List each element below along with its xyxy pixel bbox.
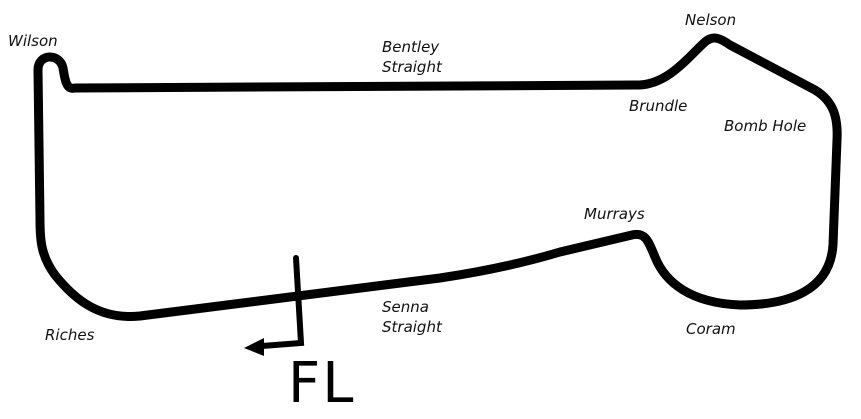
label-nelson: Nelson <box>685 11 737 29</box>
label-bomb-hole: Bomb Hole <box>724 117 807 135</box>
label-bentley-straight: Straight <box>382 58 442 76</box>
finish-line-marker <box>244 255 305 356</box>
label-coram: Coram <box>686 320 736 338</box>
label-murrays: Murrays <box>584 205 645 223</box>
label-wilson: Wilson <box>8 32 58 50</box>
track-outline <box>33 33 842 322</box>
arrow-left-icon <box>244 338 264 356</box>
finish-line-label: FL <box>288 351 356 416</box>
label-senna-straight: Straight <box>382 318 442 336</box>
label-senna: Senna <box>382 298 429 316</box>
label-riches: Riches <box>45 326 95 344</box>
label-bentley: Bentley <box>382 38 440 56</box>
label-brundle: Brundle <box>629 97 688 115</box>
